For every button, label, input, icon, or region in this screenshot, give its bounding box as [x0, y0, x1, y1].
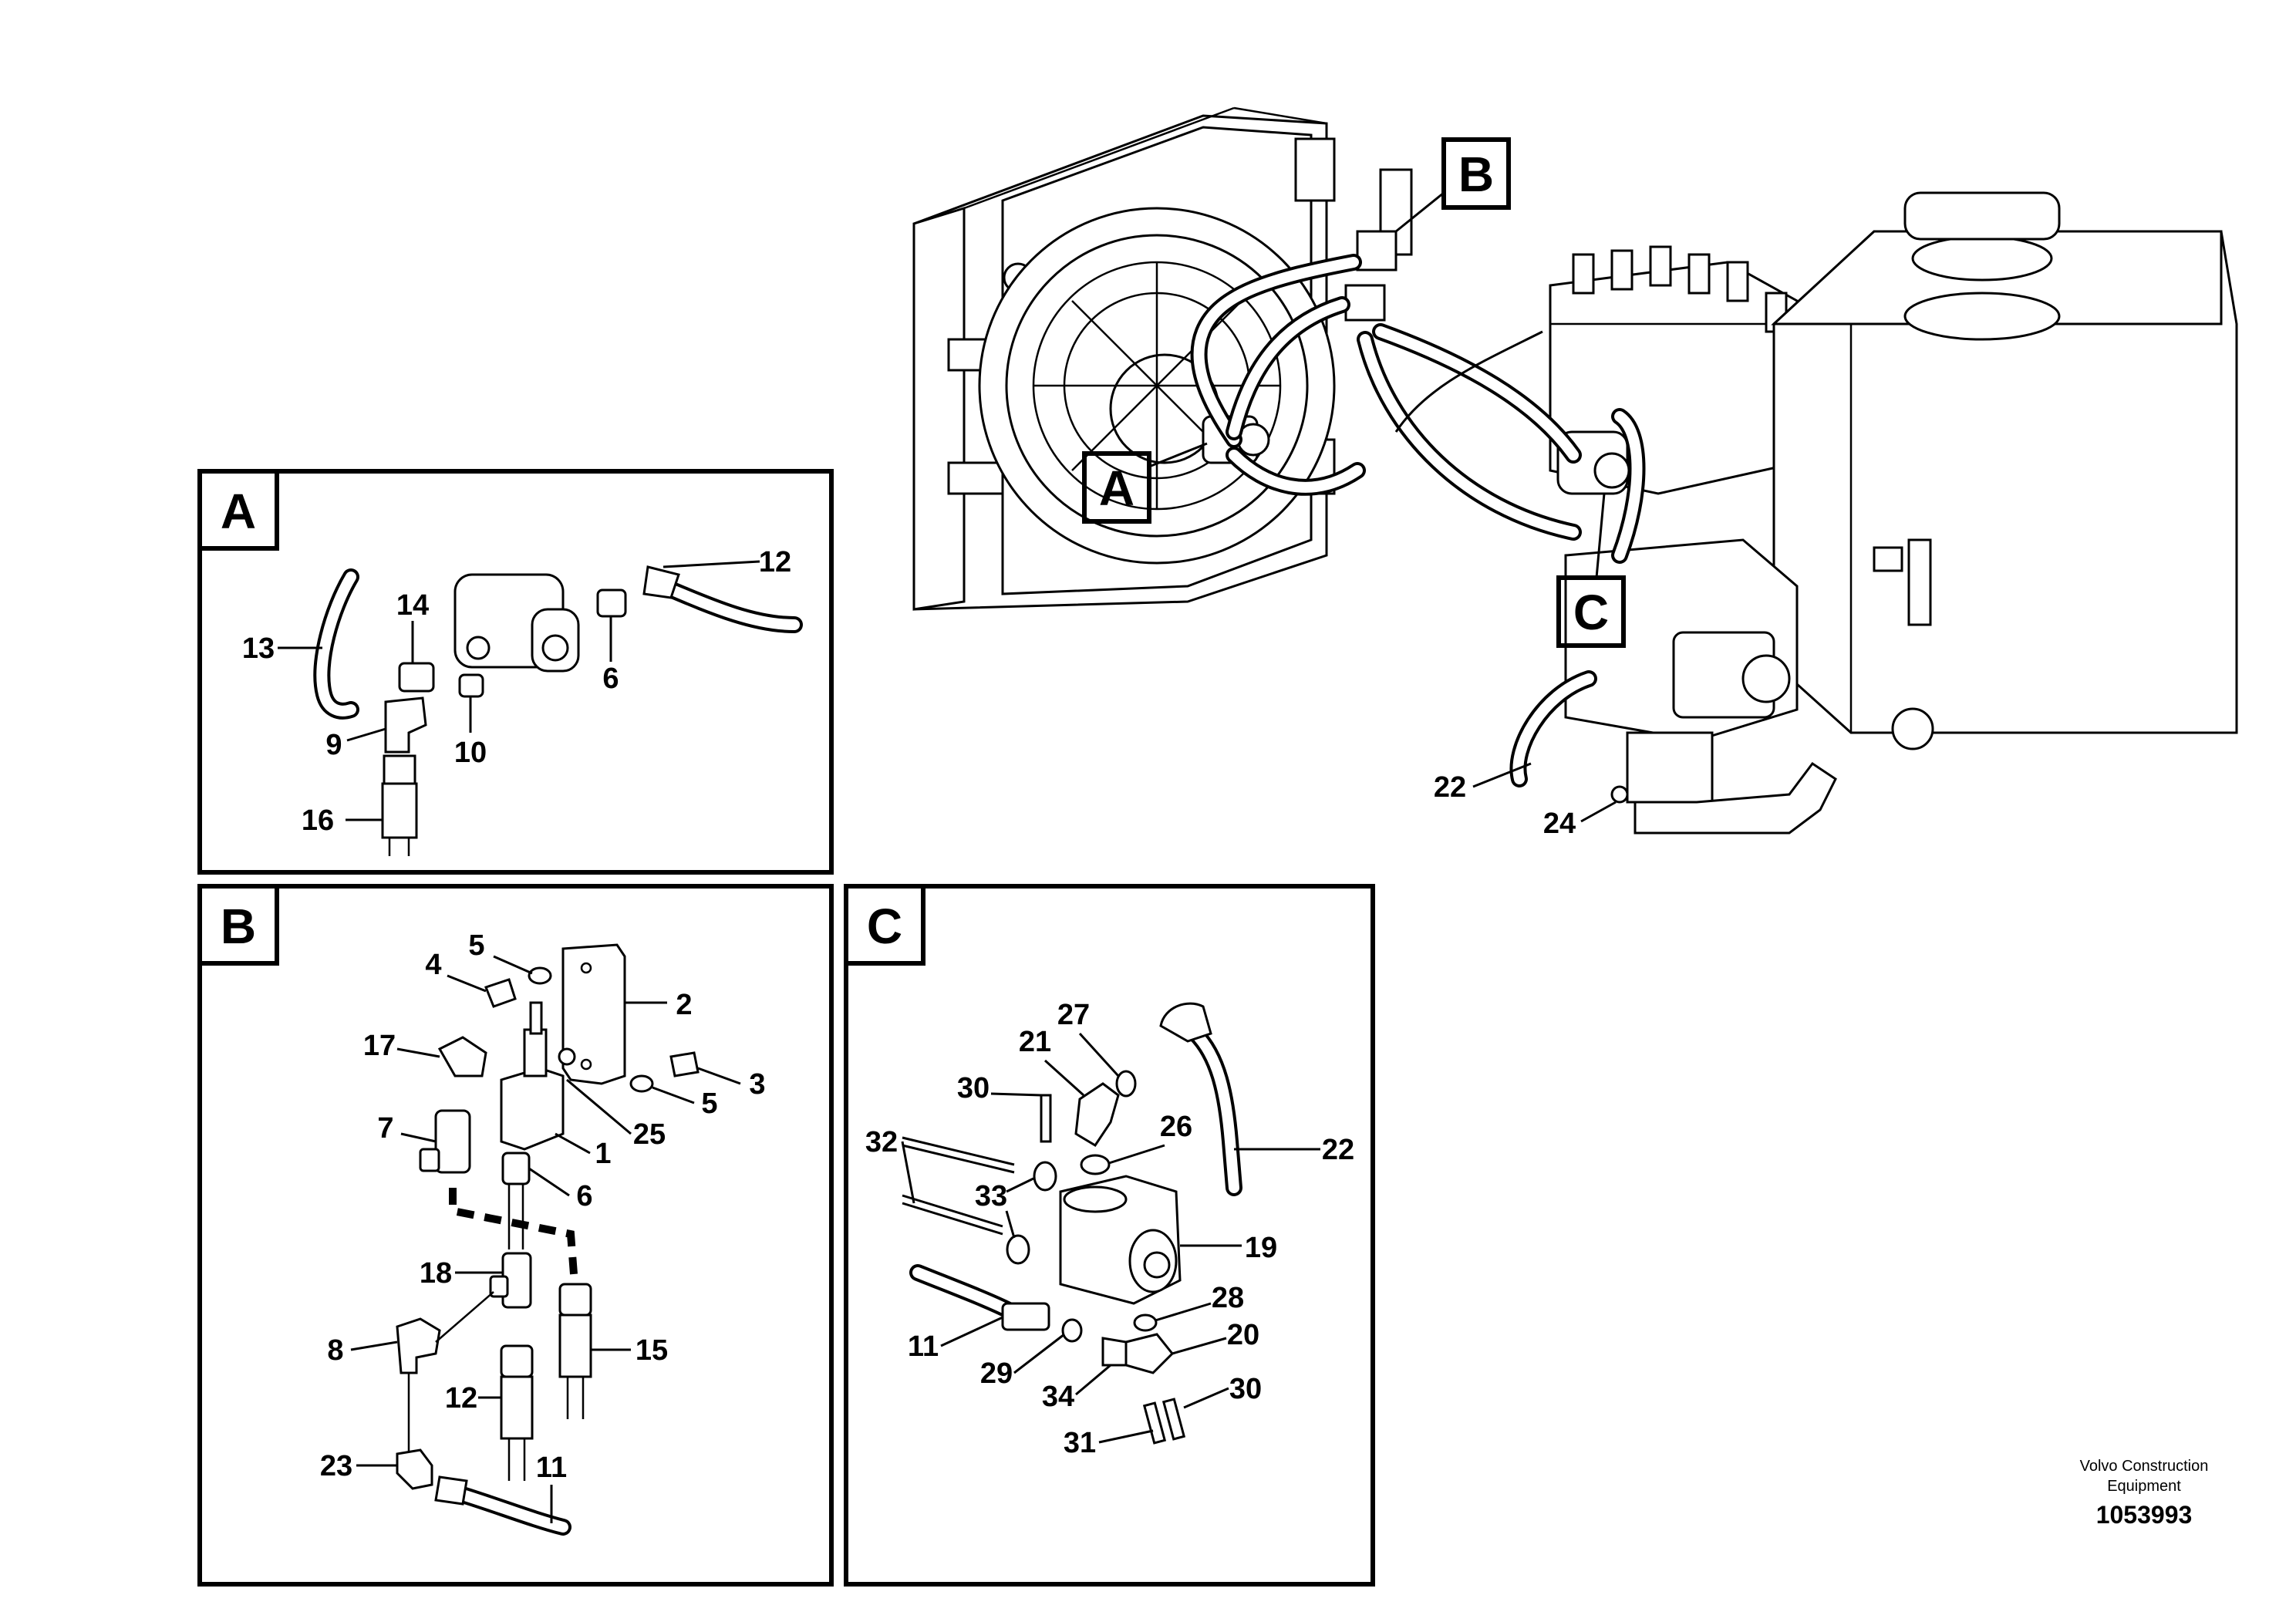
- label-5b: 5: [701, 1088, 717, 1120]
- label-26: 26: [1160, 1111, 1192, 1143]
- label-22: 22: [1434, 771, 1466, 804]
- bolt-30b: [1161, 1398, 1186, 1441]
- flange-21: [1074, 1082, 1120, 1148]
- bolt-3: [669, 1051, 700, 1077]
- fitting-6: [596, 588, 627, 618]
- hose-12-b: [500, 1344, 534, 1378]
- label-21: 21: [1019, 1026, 1051, 1058]
- label-9: 9: [325, 729, 342, 761]
- panel-a: A 12 13 14 6 9: [197, 469, 834, 875]
- label-5a: 5: [468, 929, 484, 962]
- main-assembly-view: A B C 22 24: [912, 106, 2238, 840]
- label-17: 17: [363, 1030, 396, 1062]
- label-24: 24: [1543, 808, 1576, 840]
- panel-c: C: [844, 884, 1375, 1587]
- label-27: 27: [1057, 999, 1090, 1031]
- label-19: 19: [1245, 1232, 1277, 1264]
- label-28: 28: [1212, 1282, 1244, 1314]
- elbow-9: [384, 696, 427, 754]
- main-hoses: [1190, 254, 1646, 787]
- valve-bracket: [1344, 168, 1413, 322]
- panel-a-gear-pump: [453, 573, 580, 673]
- panel-b: B: [197, 884, 834, 1587]
- label-22-c: 22: [1322, 1134, 1354, 1166]
- elbow-8: [396, 1317, 441, 1374]
- label-10: 10: [454, 737, 487, 769]
- callout-a-label: A: [1099, 460, 1135, 516]
- brand-line-1: Volvo Construction: [2079, 1458, 2209, 1475]
- hydraulic-tank: [1771, 191, 2238, 750]
- label-18: 18: [420, 1257, 452, 1290]
- fitting-14: [398, 662, 435, 693]
- tee-7: [434, 1109, 471, 1174]
- label-33: 33: [975, 1180, 1007, 1212]
- fitting-10: [458, 673, 484, 698]
- label-14: 14: [396, 589, 429, 622]
- label-31: 31: [1064, 1427, 1096, 1459]
- label-23: 23: [320, 1450, 352, 1482]
- gear-pump-19: [1059, 1175, 1182, 1305]
- bolt-31: [1142, 1401, 1167, 1445]
- label-11-b: 11: [536, 1452, 567, 1484]
- label-12: 12: [759, 546, 791, 578]
- label-13: 13: [242, 632, 275, 665]
- cooling-fan: [978, 207, 1336, 565]
- o-ring-26: [1080, 1154, 1111, 1175]
- valve-block-1: [500, 1067, 565, 1151]
- o-ring-27: [1115, 1070, 1137, 1098]
- label-29: 29: [980, 1357, 1013, 1390]
- label-16: 16: [302, 804, 334, 837]
- panel-a-title: A: [221, 484, 256, 539]
- bolt-30a: [1040, 1094, 1052, 1143]
- washer-5a: [528, 966, 552, 985]
- label-3: 3: [749, 1068, 765, 1101]
- callout-c[interactable]: C: [1556, 493, 1626, 648]
- label-25: 25: [633, 1118, 666, 1151]
- flange-20: [1124, 1333, 1175, 1374]
- o-ring-29: [1061, 1318, 1083, 1343]
- label-15: 15: [636, 1334, 668, 1367]
- main-pump: [1564, 538, 1837, 835]
- label-2: 2: [676, 989, 692, 1021]
- label-6-b: 6: [576, 1180, 592, 1212]
- o-ring-28: [1133, 1313, 1158, 1332]
- washer-5b: [629, 1074, 654, 1093]
- label-20: 20: [1227, 1319, 1259, 1351]
- label-30a: 30: [957, 1072, 990, 1104]
- elbow-23: [396, 1448, 433, 1490]
- label-32: 32: [865, 1126, 898, 1158]
- label-4: 4: [425, 949, 441, 981]
- label-34: 34: [1042, 1381, 1074, 1413]
- document-number: 1053993: [2095, 1501, 2193, 1529]
- elbow-17: [437, 1036, 487, 1077]
- panel-c-title: C: [867, 899, 902, 954]
- label-1: 1: [595, 1138, 611, 1170]
- callout-b-label: B: [1458, 147, 1494, 202]
- label-8: 8: [327, 1334, 343, 1367]
- label-12-b: 12: [445, 1382, 477, 1415]
- hose-15: [558, 1283, 592, 1317]
- callout-c-label: C: [1573, 585, 1609, 640]
- label-6: 6: [602, 663, 619, 695]
- fitting-34: [1101, 1337, 1128, 1367]
- bolt-4: [484, 978, 517, 1008]
- bolt-32b: [902, 1194, 1003, 1228]
- washer-33b: [1006, 1234, 1030, 1265]
- panel-b-title: B: [221, 899, 256, 954]
- label-11-c: 11: [908, 1330, 939, 1363]
- callout-b[interactable]: B: [1395, 137, 1511, 233]
- brand-name: Volvo Construction Equipment: [2028, 1456, 2260, 1496]
- label-30b: 30: [1229, 1373, 1262, 1405]
- bracket-plate-2: [561, 943, 626, 1085]
- brand-line-2: Equipment: [2107, 1478, 2181, 1495]
- washer-33a: [1033, 1161, 1057, 1192]
- fitting-24: [1610, 785, 1629, 804]
- callout-a[interactable]: A: [1082, 442, 1208, 524]
- hose-16: [383, 754, 416, 785]
- fitting-6-b: [501, 1152, 531, 1185]
- label-7: 7: [377, 1112, 393, 1145]
- bolt-32a: [902, 1136, 1015, 1166]
